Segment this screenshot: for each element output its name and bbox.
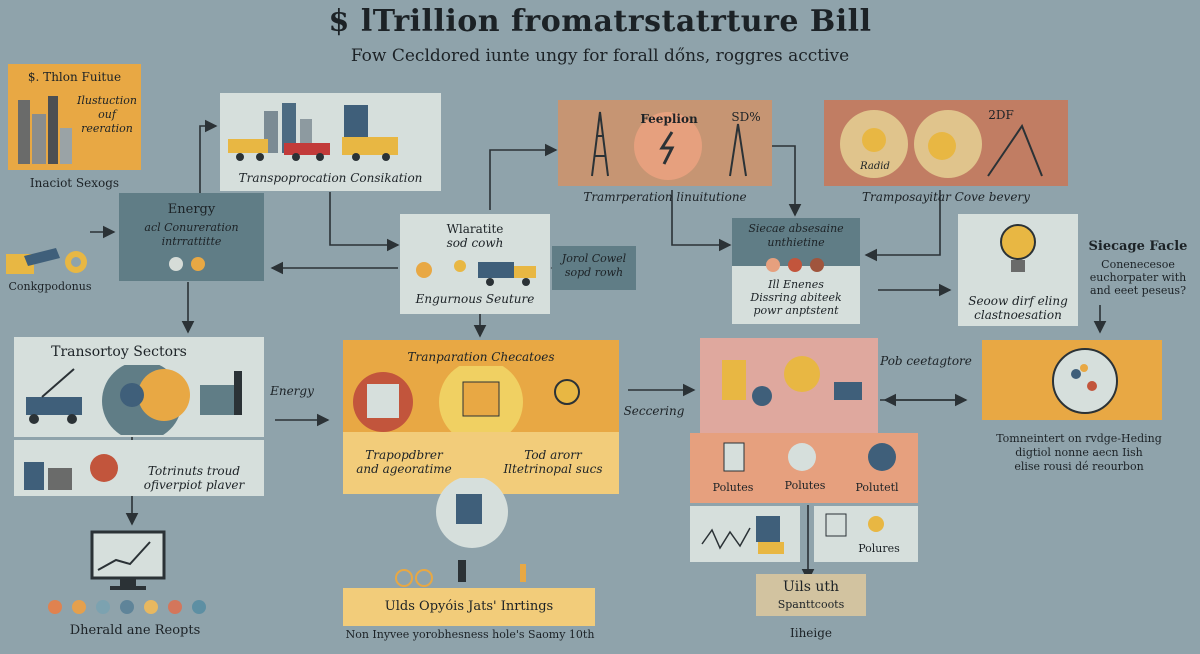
transportoy-sectors-title: Transortoy Sectors [51,344,187,360]
jorol-cowel-text: Jorol Cowel sopd rowh [561,252,627,279]
color-dot [144,600,158,614]
feeplion-caption: Tramrperation linuitutione [583,190,747,204]
siecage-box: Siecae absesaine unthietine Ill Enenes D… [732,218,860,324]
status-dot [766,258,780,272]
bulb-box: Seoow dirf eling clastnoesation [958,214,1078,326]
transparation-right-caption: Tod arorr Iltetrinopal sucs [503,448,603,476]
color-dot [96,600,110,614]
color-dot [192,600,206,614]
energy-box: Energy acl Conureration intrrattitte [119,193,264,281]
top-right-caption: Tramposayitar Cove bevery [862,190,1030,204]
chart-icon [701,516,784,554]
top-left-box-text: Ilustuction ouf reeration [77,94,137,135]
lightbulb-icon [825,513,884,537]
uils-caption: Iiheige [789,626,833,640]
crane-illustration [26,365,242,435]
right-orange-box [982,340,1162,420]
pink-item-3: Polutetl [855,481,899,494]
wlaratite-subtitle: sod cowh [446,236,504,250]
page-subtitle: Fow Cecldored iunte ungy for forall dőns… [350,46,850,66]
arrow [199,119,218,220]
bottom-polures-box: Polures [814,506,918,562]
top-left-box-title: $. Thlon Fuitue [27,70,122,84]
status-dot [810,258,824,272]
top-right-box: 2DF Radid [824,100,1068,186]
energy-title: Energy [167,202,216,217]
bottom-left-caption: Dherald ane Reopts [69,623,201,638]
factory-icon [18,96,72,164]
lightbulb-icon [1000,224,1036,272]
monitor-icon [90,530,166,590]
top-right-badge: 2DF [988,108,1014,122]
transparation-center-title: Tranparation Checatoes [407,350,555,364]
truck-icon [416,260,536,286]
feeplion-title: Feeplion [640,112,698,126]
status-dot [788,258,802,272]
pink-item-2: Polutes [784,479,826,492]
wlaratite-title: Wlaratite [446,222,504,236]
coins-icon [722,356,862,406]
status-dot [191,257,205,271]
color-dot [120,600,134,614]
transport-consikation-box: Transpoprocation Consikation [220,93,441,191]
bottom-chart-box [690,506,800,562]
pink-item-1: Polutes [712,481,754,494]
siecage-body: Ill Enenes Dissring abiteek powr anptste… [750,278,842,317]
color-dot [48,600,62,614]
gear-icon [6,248,87,274]
left-gear-caption: Conkgpodonus [8,280,92,293]
uils-box: Uils uth Spanttcoots [756,574,866,616]
status-dot [169,257,183,271]
transparation-center-box: Tranparation Checatoes Trapopdbrer and a… [343,340,619,494]
wlaratite-caption: Engurnous Seuture [415,292,535,306]
uils-subtitle: Spanttcoots [777,598,845,611]
bulb-box-caption: Seoow dirf eling clastnoesation [968,294,1068,322]
top-right-sublabel: Radid [860,161,890,172]
transportoy-lower-box: Totrinuts troud ofiverpiot plaver [14,440,264,496]
top-left-box: $. Thlon Fuitue Ilustuction ouf reeratio… [8,64,141,170]
seccering-label: Seccering [623,404,685,418]
lightbulb-icon [840,110,1043,178]
feeplion-badge: SD% [731,110,761,124]
feeplion-box: Feeplion SD% [558,100,772,186]
energy-text: acl Conureration intrrattitte [144,221,239,248]
icon-row [723,442,896,472]
bottom-banner-box: Ulds Opyóis Jats' Inrtings [343,588,595,626]
buildings-icon [24,454,118,490]
uils-title: Uils uth [782,579,840,595]
siecage-facle-text: Conenecesoe euchorpater with and eeet pe… [1089,258,1187,297]
transportoy-sectors-caption: Totrinuts troud ofiverpiot plaver [143,464,245,492]
top-left-caption: Inaciot Sexogs [29,176,120,190]
globe-icon [1052,348,1118,414]
jorol-cowel-box: Jorol Cowel sopd rowh [552,246,636,290]
bottom-banner-caption: Non Inyvee yorobhesness hole's Saomy 10t… [345,628,595,641]
bottom-polures-caption: Polures [858,542,900,555]
energy-label: Energy [270,384,314,398]
trucks-illustration [228,103,398,161]
siecage-text: Siecae absesaine unthietine [748,222,844,249]
transport-consikation-caption: Transpoprocation Consikation [238,171,423,185]
power-tower-icon [591,111,747,180]
pink-box [700,338,878,434]
page-title: $ lTrillion fromatrstatrture Bill [328,4,872,39]
wlaratite-box: Wlaratite sod cowh Engurnous Seuture [400,214,550,314]
bottom-banner-title: Ulds Opyóis Jats' Inrtings [384,599,554,614]
people-illustration [395,478,526,587]
color-dots-row [48,600,218,616]
color-dot [168,600,182,614]
chart-icons [353,366,580,436]
right-orange-caption: Tomneintert on rvdge-Heding digtiol nonn… [996,432,1162,473]
transportoy-sectors-box: Transortoy Sectors [14,337,264,437]
transparation-left-caption: Trapopdbrer and ageoratime [356,448,452,476]
color-dot [72,600,86,614]
pink-lower-box: Polutes Polutes Polutetl [690,433,918,503]
siecage-facle-title: Siecage Facle [1088,239,1188,254]
pob-label: Pob ceetagtore [880,354,972,368]
